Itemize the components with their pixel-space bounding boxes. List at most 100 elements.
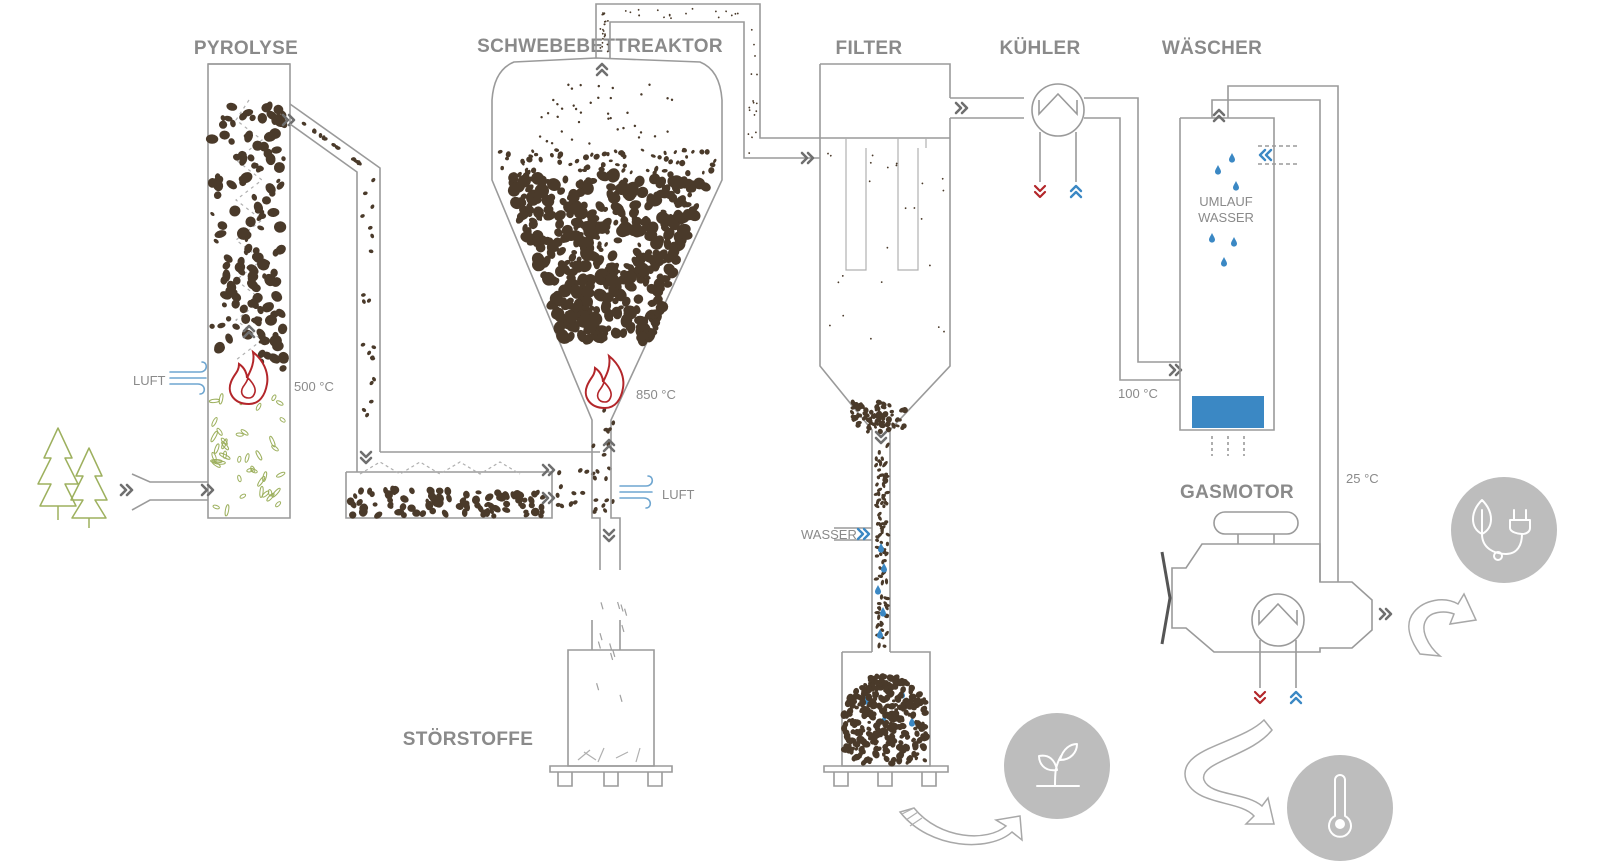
particle xyxy=(577,168,583,173)
particle xyxy=(266,110,277,120)
particle xyxy=(629,170,633,175)
particle xyxy=(829,324,831,327)
particle xyxy=(756,73,758,76)
particle xyxy=(538,503,545,511)
particle xyxy=(570,284,582,299)
particle xyxy=(636,259,645,268)
particle xyxy=(685,12,687,15)
wood-chip xyxy=(261,490,270,498)
particle xyxy=(368,399,374,404)
leaf-plug-icon xyxy=(1451,477,1557,583)
particle xyxy=(861,709,865,714)
title-washer: WÄSCHER xyxy=(1162,38,1262,59)
particle xyxy=(574,158,580,164)
debris-container xyxy=(549,649,673,787)
bin-char-particles xyxy=(840,673,930,767)
particle xyxy=(611,86,614,90)
particle xyxy=(247,154,255,162)
particle xyxy=(657,155,662,160)
particle xyxy=(531,149,535,154)
particle xyxy=(602,407,607,413)
particle xyxy=(603,12,606,15)
wood-chip xyxy=(218,393,224,405)
particle xyxy=(701,170,705,175)
chevron-left-icon xyxy=(1258,148,1273,162)
particle xyxy=(525,205,535,214)
particle xyxy=(429,507,436,515)
particle xyxy=(885,532,891,537)
flame-icon xyxy=(584,353,625,410)
particle xyxy=(919,743,927,750)
particle xyxy=(214,343,225,354)
particle xyxy=(884,490,891,495)
particle xyxy=(226,180,237,190)
particle xyxy=(409,487,415,495)
particle xyxy=(681,199,688,208)
debris-fragment xyxy=(621,624,625,633)
particle xyxy=(874,403,880,410)
particle xyxy=(401,495,406,502)
particle xyxy=(913,726,918,731)
particle xyxy=(663,150,667,156)
particle xyxy=(875,521,880,526)
washer-water-pool xyxy=(1192,396,1264,428)
particle xyxy=(877,614,881,621)
particle xyxy=(207,178,217,188)
particle xyxy=(897,679,905,687)
particle xyxy=(271,146,282,154)
particle xyxy=(384,490,393,500)
particle xyxy=(606,183,617,191)
particle xyxy=(251,193,258,201)
title-reactor: SCHWEBEBETTREAKTOR xyxy=(477,36,723,57)
heat-exchanger-icon xyxy=(1251,593,1305,647)
particle xyxy=(888,760,896,767)
debris-fragment xyxy=(619,694,623,702)
debris-fragment xyxy=(600,602,604,610)
particle xyxy=(367,225,373,230)
particle xyxy=(592,232,599,240)
particle xyxy=(689,184,697,193)
particle xyxy=(582,333,595,345)
particle xyxy=(232,276,241,285)
particle xyxy=(886,714,894,720)
particle xyxy=(269,190,276,197)
wood-chip xyxy=(212,504,220,510)
particle xyxy=(879,540,884,545)
particle xyxy=(360,214,365,218)
particle xyxy=(861,688,867,694)
particle xyxy=(372,376,376,382)
particle xyxy=(455,503,464,510)
particle xyxy=(656,301,669,313)
particle xyxy=(259,141,269,152)
particle xyxy=(666,253,674,262)
particle xyxy=(898,418,902,422)
particle xyxy=(937,326,940,328)
particle xyxy=(489,508,495,515)
particle xyxy=(231,299,240,309)
particle xyxy=(633,294,644,304)
particle xyxy=(210,211,215,217)
particle xyxy=(753,113,756,116)
particle xyxy=(571,303,579,313)
wood-chip xyxy=(275,501,282,508)
particle xyxy=(610,499,615,504)
particle xyxy=(247,299,255,308)
particle xyxy=(592,475,597,481)
particle xyxy=(885,596,890,601)
particle xyxy=(904,734,911,740)
particle xyxy=(552,98,555,102)
particle xyxy=(595,291,604,299)
particle xyxy=(587,213,597,227)
water-drop-icon xyxy=(878,543,884,553)
particle xyxy=(699,149,705,155)
particle xyxy=(843,743,851,752)
particle xyxy=(318,133,323,138)
particle xyxy=(877,487,883,492)
particle xyxy=(943,330,945,333)
particle xyxy=(497,149,503,154)
particle xyxy=(601,41,604,44)
particle xyxy=(876,601,882,606)
particle xyxy=(517,197,527,207)
particle xyxy=(685,155,689,159)
particle xyxy=(632,247,642,257)
